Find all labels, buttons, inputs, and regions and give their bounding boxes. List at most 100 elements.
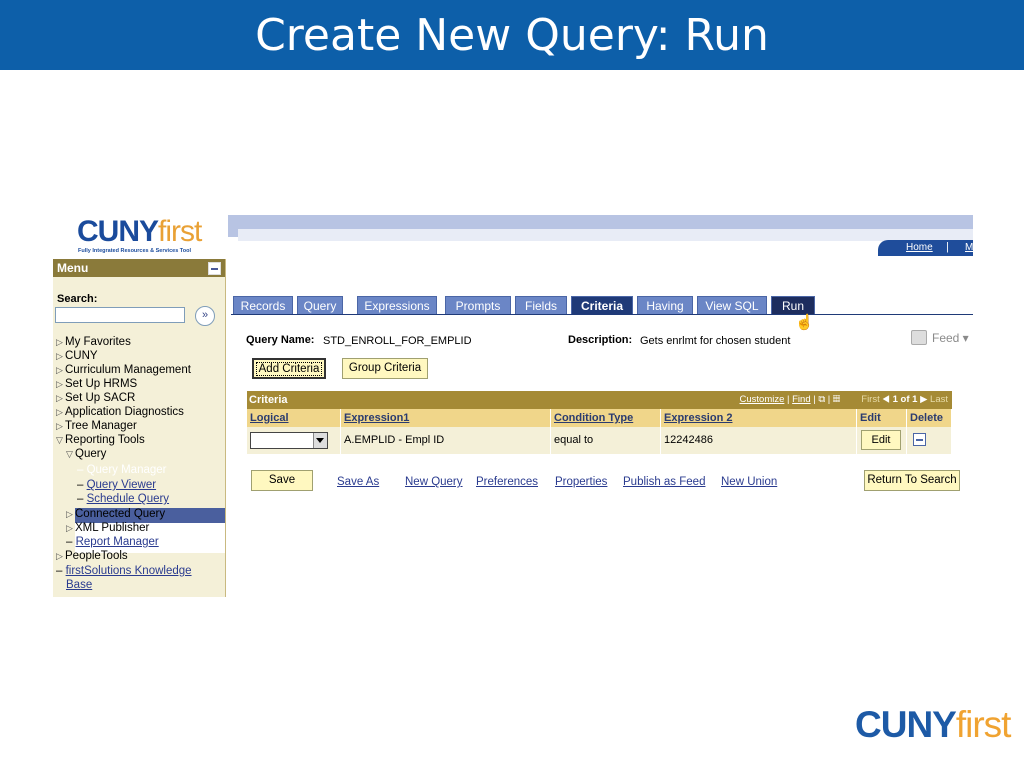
query-name-label: Query Name: (246, 334, 315, 346)
collapse-icon[interactable] (208, 262, 221, 275)
grid-controls: Customize | Find | ⧉ | ▦ First ◀ 1 of 1 … (739, 394, 949, 405)
tab-expressions[interactable]: Expressions (357, 296, 437, 315)
grid-header: Criteria Customize | Find | ⧉ | ▦ First … (247, 391, 952, 409)
slide-title: Create New Query: Run (255, 10, 769, 61)
next-icon[interactable]: ▶ (920, 394, 928, 405)
find-link[interactable]: Find (792, 394, 811, 405)
tab-fields[interactable]: Fields (515, 296, 567, 315)
return-to-search-button[interactable]: Return To Search (864, 470, 960, 491)
nav-home-link[interactable]: Home (906, 242, 933, 253)
menu-item-tree-manager[interactable]: ▷Tree Manager (56, 420, 137, 432)
expand-icon: ▷ (56, 379, 63, 389)
tab-run[interactable]: Run (771, 296, 815, 315)
col-edit: Edit (857, 409, 907, 427)
menu-item-curriculum-management[interactable]: ▷Curriculum Management (56, 364, 191, 376)
tab-criteria[interactable]: Criteria (571, 296, 633, 315)
expand-icon: ▷ (56, 421, 63, 431)
col-expression1[interactable]: Expression1 (341, 409, 551, 427)
collapse-icon: ▽ (66, 449, 73, 459)
app-logo: CUNYfirst Fully Integrated Resources & S… (53, 207, 225, 259)
add-criteria-button[interactable]: Add Criteria (252, 358, 326, 379)
corner-logo-first: first (955, 704, 1012, 745)
expand-icon: ▷ (56, 365, 63, 375)
col-expression2[interactable]: Expression 2 (661, 409, 857, 427)
menu-item-schedule-query[interactable]: – Schedule Query (77, 493, 170, 505)
menu-item-query-viewer[interactable]: – Query Viewer (77, 479, 157, 491)
save-button[interactable]: Save (251, 470, 313, 491)
feed-dropdown[interactable]: Feed ▾ (932, 331, 969, 345)
menu-item-my-favorites[interactable]: ▷My Favorites (56, 336, 131, 348)
edit-cell: Edit (857, 427, 907, 454)
menu-panel: Menu Search: » ▷My Favorites ▷CUNY ▷Curr… (53, 259, 226, 597)
last-link[interactable]: Last (930, 394, 948, 405)
menu-selected-highlight (75, 508, 225, 523)
previous-icon[interactable]: ◀ (882, 394, 890, 405)
nav-separator: | (946, 241, 949, 253)
edit-button[interactable]: Edit (861, 430, 901, 450)
row-count: 1 of 1 (892, 394, 918, 405)
tab-having[interactable]: Having (637, 296, 693, 315)
menu-title: Menu (57, 261, 89, 275)
menu-item-peopletools[interactable]: ▷PeopleTools (56, 550, 128, 562)
menu-item-xml-publisher[interactable]: ▷XML Publisher (66, 522, 150, 534)
feed-icon[interactable] (911, 330, 927, 345)
menu-submenu-area (75, 523, 225, 553)
col-delete: Delete (907, 409, 952, 427)
preferences-link[interactable]: Preferences (476, 476, 539, 488)
query-name-value: STD_ENROLL_FOR_EMPLID (323, 335, 472, 347)
grid-title: Criteria (249, 394, 288, 406)
expand-icon: ▷ (56, 551, 63, 561)
expand-icon: ▷ (66, 509, 73, 519)
first-link[interactable]: First (861, 394, 880, 405)
tab-records[interactable]: Records (233, 296, 293, 315)
search-go-icon[interactable]: » (195, 306, 215, 326)
expression1-cell: A.EMPLID - Empl ID (341, 427, 551, 454)
logo-tagline: Fully Integrated Resources & Services To… (78, 248, 191, 254)
menu-item-cuny[interactable]: ▷CUNY (56, 350, 98, 362)
customize-link[interactable]: Customize (739, 394, 785, 405)
view-all-icon[interactable]: ⧉ (818, 394, 826, 405)
publish-as-feed-link[interactable]: Publish as Feed (623, 476, 706, 488)
col-logical[interactable]: Logical (247, 409, 341, 427)
properties-link[interactable]: Properties (555, 476, 608, 488)
expression2-cell: 12242486 (661, 427, 857, 454)
menu-item-application-diagnostics[interactable]: ▷Application Diagnostics (56, 406, 184, 418)
new-union-link[interactable]: New Union (721, 476, 778, 488)
download-grid-icon[interactable]: ▦ (832, 394, 841, 405)
slide-header (0, 0, 1024, 70)
dropdown-arrow-icon (316, 438, 324, 443)
logo-first-text: first (158, 215, 202, 248)
menu-item-set-up-sacr[interactable]: ▷Set Up SACR (56, 392, 136, 404)
menu-item-connected-query[interactable]: ▷Connected Query (66, 508, 166, 520)
menu-item-reporting-tools[interactable]: ▽Reporting Tools (56, 434, 145, 446)
delete-row-icon[interactable] (913, 433, 926, 446)
description-label: Description: (568, 334, 633, 346)
logical-select[interactable] (250, 432, 328, 449)
menu-item-firstsolutions[interactable]: – firstSolutions Knowledge (56, 565, 192, 577)
new-query-link[interactable]: New Query (405, 476, 463, 488)
collapse-icon: ▽ (56, 435, 63, 445)
menu-item-set-up-hrms[interactable]: ▷Set Up HRMS (56, 378, 138, 390)
tab-prompts[interactable]: Prompts (445, 296, 511, 315)
criteria-grid: Criteria Customize | Find | ⧉ | ▦ First … (247, 391, 952, 455)
group-criteria-button[interactable]: Group Criteria (342, 358, 428, 379)
tab-query[interactable]: Query (297, 296, 343, 315)
menu-item-query[interactable]: ▽Query (66, 448, 107, 460)
corner-logo: CUNYfirst (855, 704, 1012, 746)
tab-view-sql[interactable]: View SQL (697, 296, 767, 315)
nav-more-link[interactable]: M (965, 242, 973, 253)
menu-item-firstsolutions-base[interactable]: Base (66, 579, 93, 591)
save-as-link[interactable]: Save As (337, 476, 380, 488)
menu-search-label: Search: (57, 293, 98, 305)
expand-icon: ▷ (56, 351, 63, 361)
menu-item-report-manager[interactable]: – Report Manager (66, 536, 159, 548)
description-value: Gets enrlmt for chosen student (640, 335, 791, 347)
menu-search-input[interactable] (55, 307, 185, 323)
top-banner-stripe (238, 229, 973, 241)
delete-cell (907, 427, 952, 454)
condition-type-cell: equal to (551, 427, 661, 454)
expand-icon: ▷ (66, 523, 73, 533)
menu-item-query-manager[interactable]: – Query Manager (77, 464, 167, 476)
col-condition-type[interactable]: Condition Type (551, 409, 661, 427)
tab-underline (231, 314, 973, 315)
